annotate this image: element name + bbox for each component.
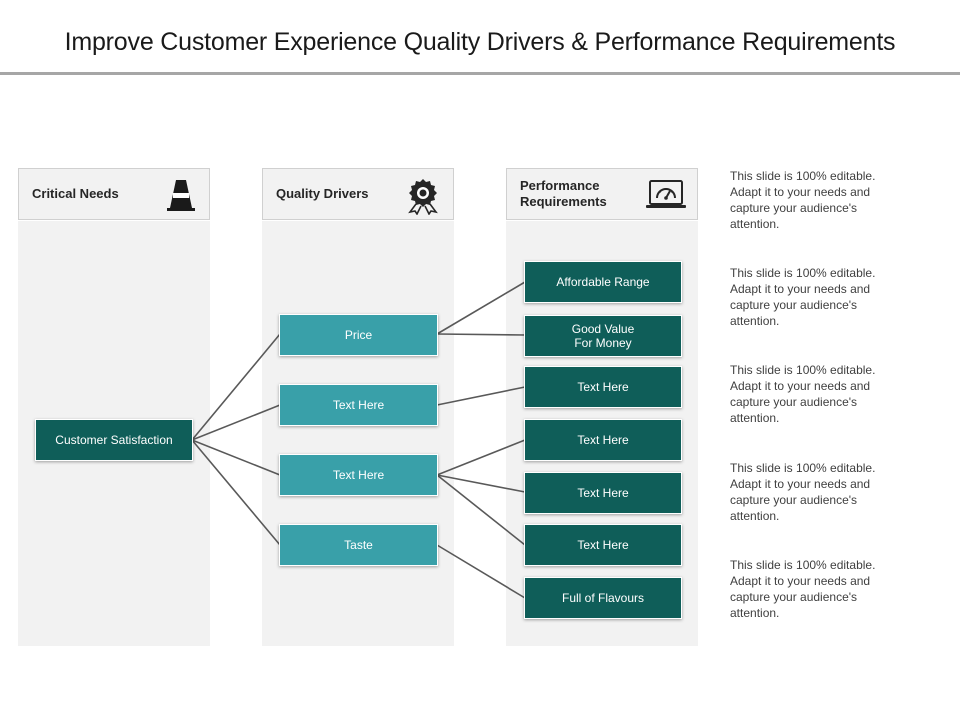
- driver-node-2: Text Here: [279, 384, 438, 426]
- requirement-node-good-value: Good Value For Money: [524, 315, 682, 357]
- connector-line: [191, 439, 281, 476]
- driver-node-taste: Taste: [279, 524, 438, 566]
- customer-satisfaction-node: Customer Satisfaction: [35, 419, 193, 461]
- performance-requirements-label: Performance Requirements: [520, 178, 607, 209]
- requirement-node-3: Text Here: [524, 366, 682, 408]
- requirement-node-affordable-range: Affordable Range: [524, 261, 682, 303]
- connector-line: [436, 439, 526, 476]
- connector-line: [191, 439, 281, 546]
- connector-line: [436, 474, 526, 546]
- award-badge-icon: [408, 179, 438, 215]
- performance-requirements-header: Performance Requirements: [506, 168, 698, 220]
- page-title: Improve Customer Experience Quality Driv…: [64, 28, 896, 56]
- connector-line: [436, 333, 526, 336]
- note-text: This slide is 100% editable. Adapt it to…: [730, 558, 876, 620]
- driver-node-3: Text Here: [279, 454, 438, 496]
- requirement-node-full-of-flavours: Full of Flavours: [524, 577, 682, 619]
- note-text: This slide is 100% editable. Adapt it to…: [730, 169, 876, 231]
- note-text: This slide is 100% editable. Adapt it to…: [730, 363, 876, 425]
- connector-line: [191, 404, 281, 441]
- requirement-node-5: Text Here: [524, 472, 682, 514]
- speedometer-monitor-icon: [646, 180, 686, 208]
- note-text: This slide is 100% editable. Adapt it to…: [730, 461, 876, 523]
- connector-line: [436, 281, 526, 335]
- quality-drivers-column: [262, 221, 454, 646]
- title-divider: [0, 72, 960, 75]
- quality-drivers-header: Quality Drivers: [262, 168, 454, 220]
- connector-line: [436, 386, 526, 406]
- note-text: This slide is 100% editable. Adapt it to…: [730, 266, 876, 328]
- requirement-node-4: Text Here: [524, 419, 682, 461]
- requirement-node-6: Text Here: [524, 524, 682, 566]
- connector-line: [191, 333, 281, 441]
- driver-node-price: Price: [279, 314, 438, 356]
- critical-needs-label: Critical Needs: [32, 186, 119, 201]
- connector-line: [436, 474, 526, 493]
- connector-line: [436, 544, 526, 599]
- traffic-cone-icon: [167, 180, 195, 211]
- critical-needs-header: Critical Needs: [18, 168, 210, 220]
- quality-drivers-label: Quality Drivers: [276, 186, 369, 201]
